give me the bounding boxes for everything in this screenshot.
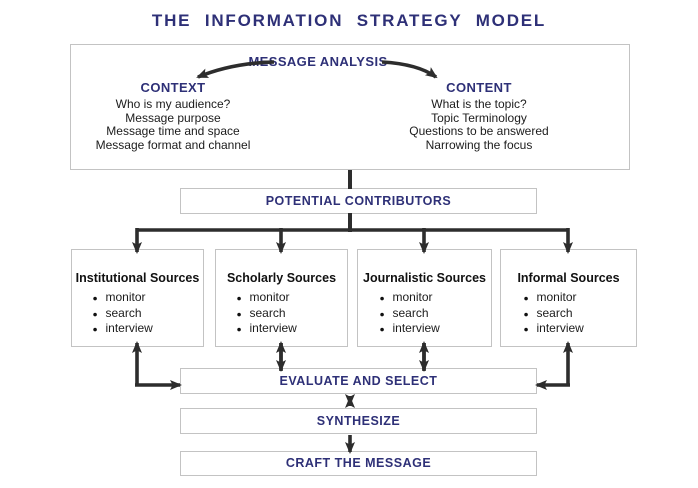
source-heading: Institutional Sources bbox=[75, 271, 200, 285]
source-list: monitor search interview bbox=[93, 290, 183, 337]
source-list: monitor search interview bbox=[380, 290, 470, 337]
source-list: monitor search interview bbox=[524, 290, 614, 337]
synthesize-box: SYNTHESIZE bbox=[180, 408, 537, 434]
source-heading: Scholarly Sources bbox=[226, 271, 337, 285]
evaluate-and-select-box: EVALUATE AND SELECT bbox=[180, 368, 537, 394]
journalistic-sources-box: Journalistic Sources monitor search inte… bbox=[357, 249, 492, 347]
craft-the-message-label: CRAFT THE MESSAGE bbox=[285, 456, 432, 470]
page-title: THE INFORMATION STRATEGY MODEL bbox=[151, 11, 547, 30]
institutional-sources-box: Institutional Sources monitor search int… bbox=[71, 249, 204, 347]
source-list-item: monitor bbox=[93, 290, 183, 306]
message-analysis-label: MESSAGE ANALYSIS bbox=[248, 54, 388, 69]
content-item: What is the topic? bbox=[431, 97, 527, 111]
source-list-item: search bbox=[524, 306, 614, 322]
scholarly-sources-box: Scholarly Sources monitor search intervi… bbox=[215, 249, 348, 347]
content-item: Narrowing the focus bbox=[425, 137, 533, 152]
potential-contributors-box: POTENTIAL CONTRIBUTORS bbox=[180, 188, 537, 214]
source-list-item: interview bbox=[524, 321, 614, 337]
content-item: Questions to be answered bbox=[409, 124, 549, 138]
source-list-item: monitor bbox=[380, 290, 470, 306]
message-analysis-box: MESSAGE ANALYSIS CONTEXT Who is my audie… bbox=[70, 44, 630, 170]
content-items: What is the topic? Topic Terminology Que… bbox=[394, 97, 564, 152]
evaluate-and-select-label: EVALUATE AND SELECT bbox=[279, 374, 438, 388]
source-list-item: interview bbox=[237, 321, 327, 337]
arrow-institutional-evaluate bbox=[132, 341, 182, 390]
content-heading: CONTENT bbox=[446, 80, 512, 95]
source-list-item: search bbox=[380, 306, 470, 322]
source-heading: Informal Sources bbox=[517, 271, 620, 285]
context-item: Message format and channel bbox=[95, 137, 251, 152]
context-column: CONTEXT Who is my audience? Message purp… bbox=[88, 80, 258, 152]
craft-the-message-box: CRAFT THE MESSAGE bbox=[180, 451, 537, 476]
source-list-item: monitor bbox=[237, 290, 327, 306]
arrow-informal-evaluate bbox=[535, 341, 573, 390]
source-list: monitor search interview bbox=[237, 290, 327, 337]
source-list-item: monitor bbox=[524, 290, 614, 306]
potential-contributors-label: POTENTIAL CONTRIBUTORS bbox=[265, 194, 452, 208]
informal-sources-box: Informal Sources monitor search intervie… bbox=[500, 249, 637, 347]
content-item: Topic Terminology bbox=[431, 110, 527, 125]
context-items: Who is my audience? Message purpose Mess… bbox=[88, 97, 258, 152]
source-list-item: search bbox=[237, 306, 327, 322]
context-item: Who is my audience? bbox=[115, 97, 231, 111]
source-heading: Journalistic Sources bbox=[363, 271, 486, 285]
source-list-item: interview bbox=[93, 321, 183, 337]
source-list-item: interview bbox=[380, 321, 470, 337]
content-column: CONTENT What is the topic? Topic Termino… bbox=[394, 80, 564, 152]
context-item: Message purpose bbox=[125, 110, 221, 125]
context-heading: CONTEXT bbox=[140, 80, 206, 95]
context-item: Message time and space bbox=[106, 124, 240, 138]
source-list-item: search bbox=[93, 306, 183, 322]
synthesize-label: SYNTHESIZE bbox=[316, 414, 401, 428]
